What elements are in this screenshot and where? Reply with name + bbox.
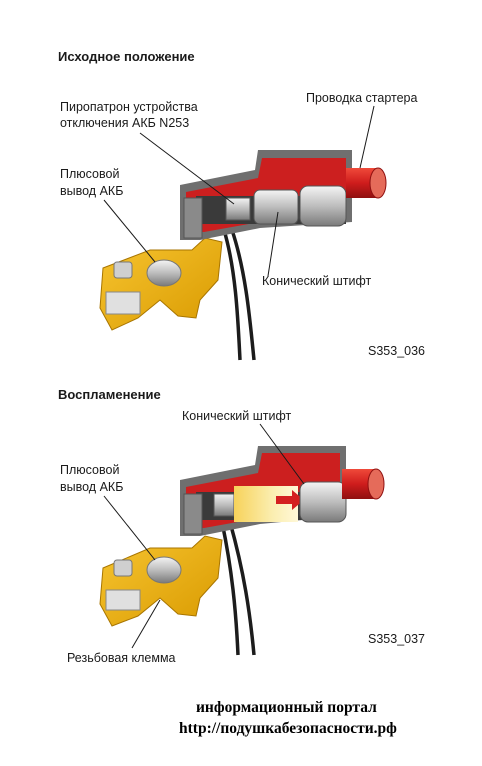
housing-cap: [183, 197, 203, 239]
squib-housing-2: [180, 446, 347, 536]
battery-plus-terminal: [99, 237, 223, 331]
wire-4: [228, 521, 256, 656]
squib-label-line1: Пиропатрон устройства: [60, 100, 198, 114]
terminal-clamp-plate-2: [105, 589, 141, 611]
footer-line2: http://подушкабезопасности.рф: [179, 720, 397, 737]
threaded-clamp-label: Резьбовая клемма: [67, 651, 176, 665]
starter-cable: [346, 167, 387, 199]
wire-3: [220, 521, 240, 656]
terminal-bolt: [113, 261, 133, 279]
pyro-squib-2: [213, 493, 235, 517]
plus-terminal-label2-line1: Плюсовой: [60, 463, 120, 477]
housing-cap-2: [183, 493, 203, 535]
leader-lines-1: [103, 105, 375, 277]
terminal-bolt-2: [113, 559, 133, 577]
figure-code-1: S353_036: [368, 344, 426, 358]
conical-pin-2: [299, 481, 347, 523]
section1-title: Исходное положение: [58, 49, 195, 64]
conical-pin-label-2: Конический штифт: [182, 409, 292, 423]
figure-initial-position: [99, 105, 387, 361]
squib-label-line2: отключения АКБ N253: [60, 116, 190, 130]
pin-sleeve: [299, 185, 347, 227]
footer-line1: информационный портал: [196, 699, 377, 716]
leader-lines-2: [103, 423, 305, 649]
plus-terminal-label-line2: вывод АКБ: [60, 184, 124, 198]
wire-2: [230, 229, 256, 361]
squib-housing: [180, 150, 352, 240]
motion-arrow: [276, 490, 304, 510]
terminal-post: [146, 259, 182, 287]
figure-ignition: [99, 423, 385, 656]
starter-cable-2: [342, 468, 385, 500]
terminal-post-2: [146, 556, 182, 584]
plus-terminal-label-line1: Плюсовой: [60, 167, 120, 181]
starter-wire-label: Проводка стартера: [306, 91, 418, 105]
section2-title: Воспламенение: [58, 387, 161, 402]
battery-plus-terminal-2: [99, 535, 223, 627]
conical-pin: [253, 189, 299, 225]
wire-1: [222, 229, 242, 361]
terminal-clamp-plate: [105, 291, 141, 315]
plus-terminal-label2-line2: вывод АКБ: [60, 480, 124, 494]
pyro-squib: [225, 197, 251, 221]
conical-pin-label: Конический штифт: [262, 274, 372, 288]
figure-code-2: S353_037: [368, 632, 426, 646]
